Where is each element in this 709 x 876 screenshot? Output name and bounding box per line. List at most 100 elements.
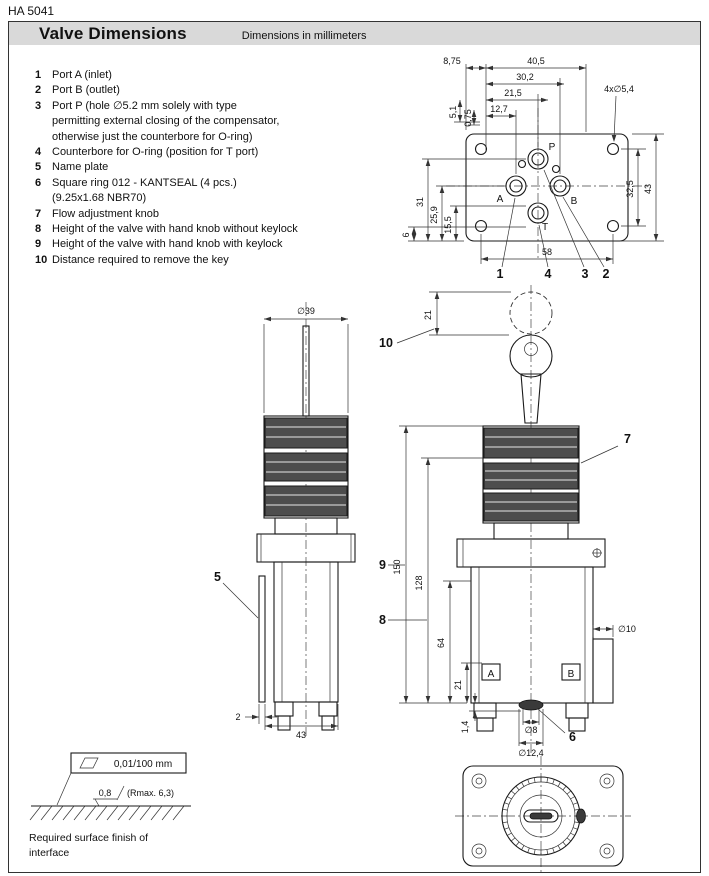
dim-8-diameter-label: ∅8: [525, 725, 538, 735]
port-p-label: P: [549, 142, 556, 153]
surface-caption-line2: interface: [29, 847, 69, 859]
callout-1: 1: [497, 267, 504, 281]
callout-6: 6: [569, 730, 576, 744]
top-view-callout-leaders: [501, 169, 605, 268]
knob-face: [501, 776, 586, 856]
side-view-left-drawing: ∅39 2 43 5: [214, 302, 356, 740]
surface-hatching: [29, 805, 185, 821]
bottom-view-drawing: [455, 756, 631, 874]
right-view-detail-lines: [462, 539, 602, 703]
knurled-bands: [264, 417, 348, 517]
key-outline: [509, 334, 553, 424]
legend-item: 5 Name plate: [35, 160, 375, 175]
dim-43-label: 43: [296, 730, 306, 740]
doc-number: HA 5041: [8, 4, 55, 18]
legend-item-number: 7: [35, 207, 42, 220]
dim-bolt-holes-label: 4x∅5,4: [604, 84, 634, 94]
callout-4: 4: [545, 267, 552, 281]
legend-item-number: 1: [35, 69, 42, 81]
title-bar: Valve Dimensions Dimensions in millimete…: [9, 22, 700, 45]
mounting-face-outline: [465, 133, 629, 242]
legend-item-text: Height of the valve with hand knob with …: [52, 238, 283, 251]
port-b-label: B: [571, 196, 578, 207]
dim-15-5-label: 15,5: [443, 216, 453, 234]
callout-2: 2: [603, 267, 610, 281]
callout-9: 9: [379, 558, 386, 572]
legend-item-text: Square ring 012 - KANTSEAL (4 pcs.) (9.2…: [52, 176, 237, 205]
dim-31-label: 31: [415, 197, 425, 207]
dim-30-2-label: 30,2: [516, 72, 534, 82]
dim-10-diameter-label: ∅10: [618, 624, 636, 634]
flatness-symbol-icon: [79, 757, 99, 769]
dim-58-label: 58: [542, 247, 552, 257]
legend-item: 3 Port P (hole ∅5.2 mm solely with type p…: [35, 99, 375, 145]
port-a-label: A: [497, 194, 504, 205]
dim-64-label: 64: [436, 638, 446, 648]
dim-1-4-label: 1,4: [460, 721, 470, 734]
legend-item-number: 8: [35, 223, 42, 236]
content-frame: Valve Dimensions Dimensions in millimete…: [8, 21, 701, 874]
left-view-valve-outline: [256, 325, 356, 731]
dim-12-4-diameter-label: ∅12,4: [518, 748, 543, 758]
dim-knob-diameter-label: ∅39: [297, 306, 315, 316]
callout-10: 10: [379, 336, 393, 350]
legend-item-text: Port B (outlet): [52, 84, 120, 97]
legend-item: 6 Square ring 012 - KANTSEAL (4 pcs.) (9.…: [35, 176, 375, 207]
legend-item-text: Counterbore for O-ring (position for T p…: [52, 146, 259, 159]
dim-25-9-label: 25,9: [429, 206, 439, 224]
dim-2-label: 2: [235, 712, 240, 722]
legend-item-text: Height of the valve with hand knob witho…: [52, 223, 298, 236]
roughness-value: 0,8: [99, 788, 112, 798]
legend-item-number: 9: [35, 238, 42, 251]
key-hole: [524, 342, 538, 356]
callout-7: 7: [624, 432, 631, 446]
graduation-ticks: [502, 777, 580, 855]
legend-item: 9 Height of the valve with hand knob with…: [35, 237, 375, 252]
page-subtitle: Dimensions in millimeters: [241, 29, 367, 42]
legend-item-text: Port A (inlet): [52, 69, 112, 81]
legend-list: 1 Port A (inlet) 2 Port B (outlet) 3 Port P…: [35, 68, 375, 268]
legend-item-number: 10: [35, 253, 48, 266]
legend-item-number: 2: [35, 84, 42, 97]
dim-32-5-label: 32,5: [625, 180, 635, 198]
flatness-frame: [70, 752, 187, 774]
port-b-label: B: [568, 669, 575, 680]
right-view-extension-lines: [399, 291, 614, 746]
roughness-rmax-value: (Rmax. 6,3): [127, 788, 174, 798]
key-removed-ghost: [509, 291, 553, 335]
legend-item-number: 6: [35, 176, 42, 189]
legend-item: 8 Height of the valve with hand knob with…: [35, 222, 375, 237]
surface-caption-line1: Required surface finish of: [29, 832, 148, 844]
dim-21-key-label: 21: [423, 310, 433, 320]
top-view-centerlines: [446, 108, 648, 259]
dim-21-port-label: 21: [453, 680, 463, 690]
dim-128-label: 128: [414, 575, 424, 590]
dim-6-label: 6: [401, 232, 411, 237]
legend-item-text: Name plate: [52, 161, 109, 174]
legend-item-number: 5: [35, 161, 42, 174]
right-view-dimension-lines: [388, 292, 619, 744]
bottom-plate-outline: [462, 765, 624, 867]
port-t-label: T: [542, 222, 548, 233]
legend-item-text: Flow adjustment knob: [52, 207, 159, 220]
key-slot-insert: [529, 812, 553, 820]
legend-item-number: 3: [35, 99, 42, 112]
left-view-extension-lines: [258, 324, 349, 730]
dim-21-5-label: 21,5: [504, 88, 522, 98]
left-view-detail-lines: [260, 534, 352, 702]
lock-screw: [576, 808, 586, 824]
legend-item-text: Port P (hole ∅5.2 mm solely with type pe…: [52, 99, 280, 143]
dim-40-5-label: 40,5: [527, 56, 545, 66]
knurled-bands: [483, 427, 579, 522]
roughness-symbol-icon: [56, 772, 125, 807]
dim-8-75-label: 8,75: [443, 56, 461, 66]
legend-item: 7 Flow adjustment knob: [35, 207, 375, 222]
flatness-value: 0,01/100 mm: [114, 759, 172, 770]
page-title: Valve Dimensions: [39, 23, 187, 43]
callout-5: 5: [214, 570, 221, 584]
legend-item: 2 Port B (outlet): [35, 83, 375, 98]
port-a-label: A: [488, 669, 495, 680]
